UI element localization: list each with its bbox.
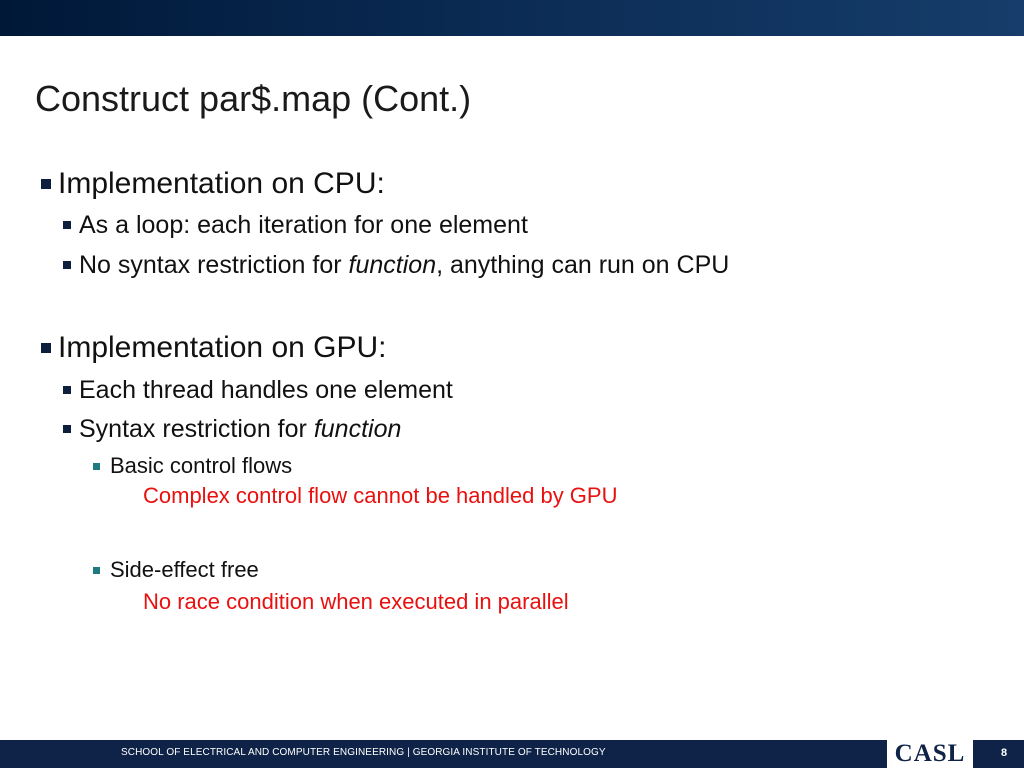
function-keyword: function [313,415,402,443]
square-bullet-icon [63,261,71,269]
square-bullet-icon [63,221,71,229]
square-bullet-icon [41,179,51,189]
footer-bar: SCHOOL OF ELECTRICAL AND COMPUTER ENGINE… [0,740,1024,768]
function-keyword: function [348,251,437,279]
bullet-text: Implementation on GPU: [58,331,387,364]
square-bullet-icon [41,343,51,353]
bullet-gpu-thread: Each thread handles one element [63,376,453,405]
square-bullet-icon [63,386,71,394]
bullet-text: As a loop: each iteration for one elemen… [79,211,528,239]
bullet-cpu-loop: As a loop: each iteration for one elemen… [63,211,528,240]
bullet-text: Basic control flows [110,453,293,478]
bullet-cpu-heading: Implementation on CPU: [41,167,385,201]
bullet-gpu-heading: Implementation on GPU: [41,331,387,365]
bullet-basic-control-flows: Basic control flows [93,453,292,479]
header-bar [0,0,1024,36]
footer-text: SCHOOL OF ELECTRICAL AND COMPUTER ENGINE… [121,747,606,758]
square-bullet-icon [63,425,71,433]
bullet-gpu-syntax: Syntax restriction for function [63,415,401,444]
note-control-flow: Complex control flow cannot be handled b… [143,483,618,508]
bullet-text: Syntax restriction for function [79,415,402,443]
casl-logo: CASL [887,740,973,768]
logo-text: CASL [894,740,966,767]
bullet-text: Side-effect free [110,557,259,582]
bullet-text: No syntax restriction for function, anyt… [79,251,730,279]
note-race-condition: No race condition when executed in paral… [143,589,569,614]
bullet-text: Each thread handles one element [79,376,453,404]
page-number: 8 [1001,747,1008,759]
slide-title: Construct par$.map (Cont.) [35,78,472,119]
square-bullet-icon [93,463,100,470]
square-bullet-icon [93,567,100,574]
bullet-side-effect-free: Side-effect free [93,557,259,583]
bullet-text: Implementation on CPU: [58,167,385,200]
bullet-cpu-syntax: No syntax restriction for function, anyt… [63,251,729,280]
